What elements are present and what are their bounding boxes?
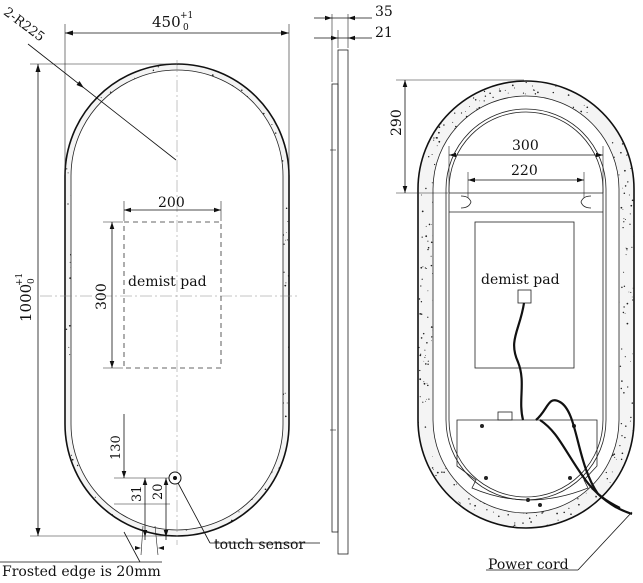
back-view: 290 300 220 demist pad xyxy=(389,79,635,573)
front-radius-leader: 2-R225 xyxy=(0,5,177,161)
frosted-edge-callout: Frosted edge is 20mm xyxy=(0,525,164,580)
power-cord-callout: Power cord xyxy=(486,511,633,573)
front-demist-pad-label: demist pad xyxy=(128,274,207,290)
sensor-offset-31: 31 xyxy=(130,485,145,502)
back-top-offset-dimension: 290 xyxy=(389,79,524,194)
power-cables xyxy=(513,302,633,516)
frosted-edge-label: Frosted edge is 20mm xyxy=(2,564,161,580)
front-height-value: 1000 xyxy=(17,284,35,322)
hanging-bracket: 300 220 xyxy=(448,138,604,213)
front-width-tol-lower: 0 xyxy=(183,23,189,33)
touch-sensor-callout: touch sensor xyxy=(177,482,320,553)
front-height-tol-upper: +1 xyxy=(15,273,25,286)
front-view: 450 +1 0 1000 +1 0 2-R225 xyxy=(0,5,320,580)
back-top-offset-value: 290 xyxy=(389,109,405,136)
front-width-dimension: 450 +1 0 xyxy=(64,11,290,175)
front-height-dimension: 1000 +1 0 xyxy=(15,63,176,537)
touch-sensor-label: touch sensor xyxy=(214,537,305,553)
front-height-tol-lower: 0 xyxy=(27,278,37,284)
front-pad-width-value: 200 xyxy=(158,195,185,211)
sensor-offset-20: 20 xyxy=(151,483,166,500)
sensor-offset-130: 130 xyxy=(109,435,124,460)
back-demist-pad-label: demist pad xyxy=(481,272,560,288)
side-depth-35: 35 xyxy=(375,4,393,20)
bracket-outer-value: 300 xyxy=(512,138,539,154)
back-demist-pad: demist pad xyxy=(474,221,575,369)
power-cord-label: Power cord xyxy=(488,557,569,573)
front-width-tol-upper: +1 xyxy=(180,11,193,21)
driver-box xyxy=(456,411,598,507)
touch-sensor xyxy=(168,471,182,485)
side-depth-dimensions: 35 21 xyxy=(314,4,393,82)
bracket-inner-value: 220 xyxy=(511,163,538,179)
front-width-value: 450 xyxy=(152,13,181,31)
side-depth-21: 21 xyxy=(375,25,393,41)
side-view: 35 21 xyxy=(314,4,393,555)
front-radius-value: 2-R225 xyxy=(0,5,47,45)
front-pad-height-value: 300 xyxy=(94,283,110,310)
front-demist-pad: demist pad 200 300 xyxy=(94,195,222,369)
front-sensor-offsets: 130 31 20 xyxy=(109,414,170,540)
